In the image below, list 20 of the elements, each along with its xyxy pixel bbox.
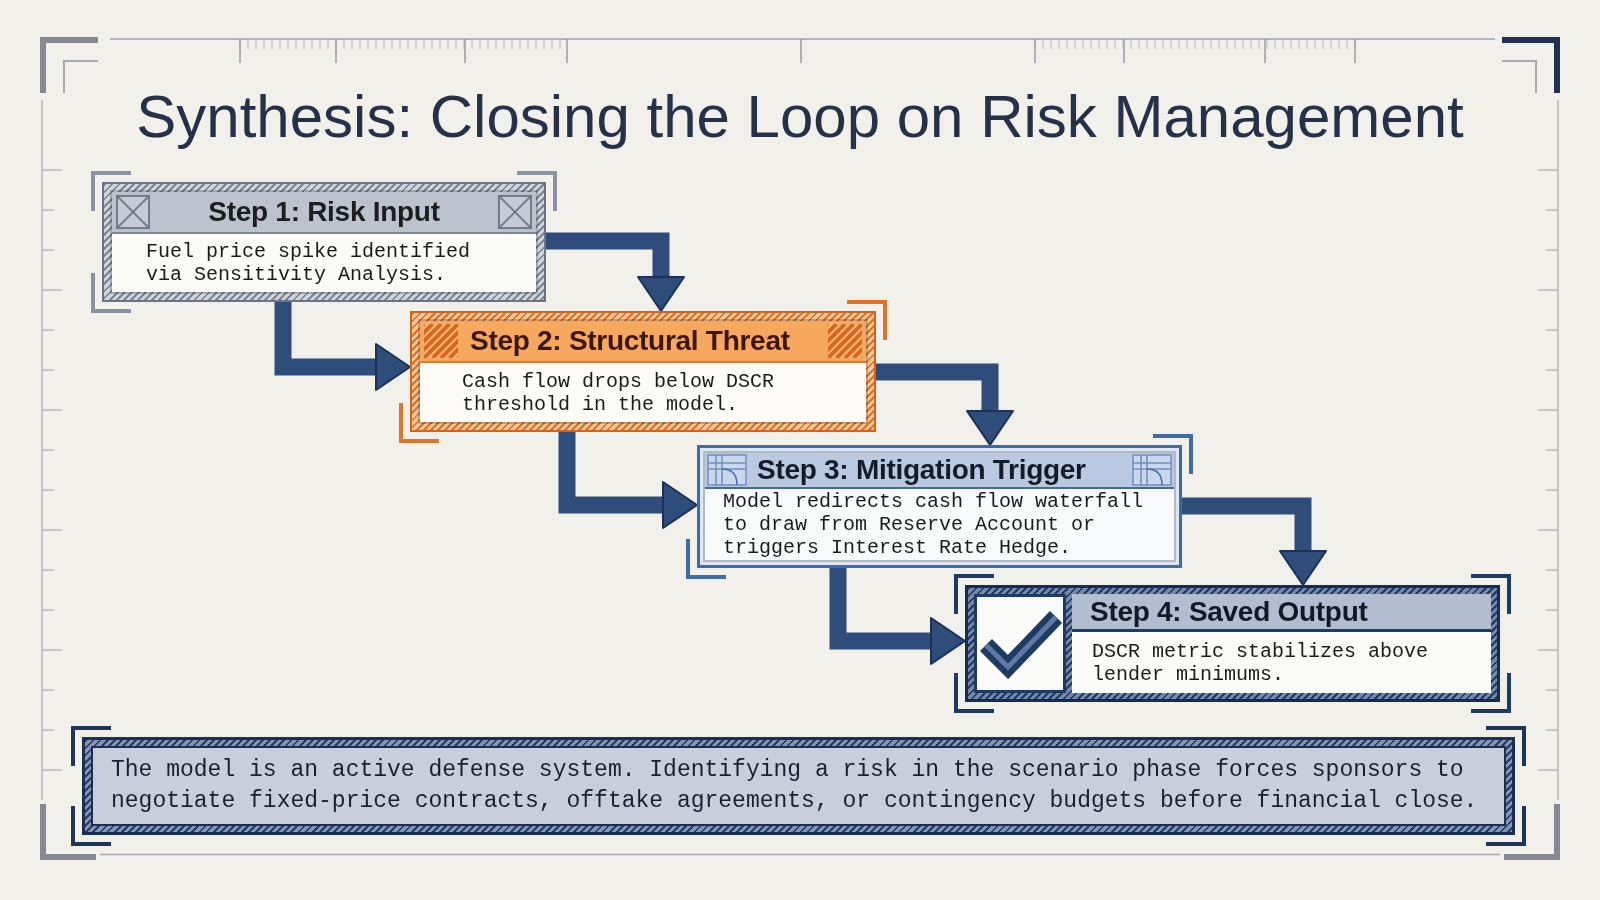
process-box	[102, 182, 546, 302]
step-description: DSCR metric stabilizes above lender minimums.	[1092, 639, 1430, 686]
diagram-title: Synthesis: Closing the Loop on Risk Management	[136, 82, 1464, 152]
step-description: Fuel price spike identified via Sensitivity Analysis.	[146, 240, 472, 286]
arrow	[546, 232, 685, 312]
note-text: The model is an active defense system. Identifying a risk in the scenario phase forces sponsors to negotiate fixed-price contracts, offtake agreements, or contingency budgets before financial close.	[111, 756, 1479, 816]
process-box	[965, 585, 1500, 702]
process-box	[410, 311, 876, 432]
arrow	[558, 432, 698, 529]
step-title: Step 1: Risk Input	[208, 196, 440, 228]
step-description: Model redirects cash flow waterfall to draw from Reserve Account or triggers Interest Rate Hedge.	[723, 490, 1145, 559]
step-title: Step 2: Structural Threat	[470, 325, 790, 357]
process-box	[697, 445, 1182, 568]
step-description: Cash flow drops below DSCR threshold in the model.	[462, 369, 776, 416]
step-title: Step 4: Saved Output	[1090, 595, 1368, 628]
arrow	[876, 363, 1014, 446]
arrow	[829, 568, 966, 665]
note-box	[82, 737, 1515, 835]
step-title: Step 3: Mitigation Trigger	[757, 454, 1086, 486]
arrow	[1182, 497, 1327, 586]
